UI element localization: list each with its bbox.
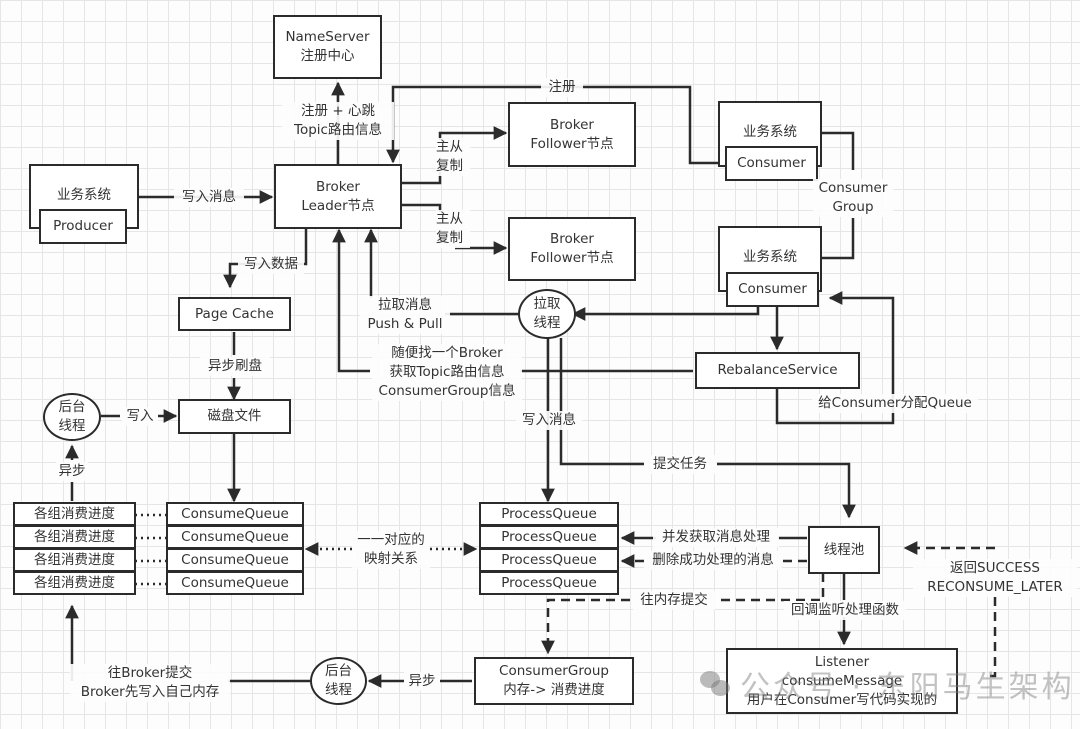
label-commit-broker: 往Broker提交 Broker先写入自己内存	[70, 664, 230, 702]
label-async-flush: 异步刷盘	[200, 357, 270, 376]
process-queue-row[interactable]: ProcessQueue	[479, 502, 619, 526]
consumer-2-node[interactable]: Consumer	[726, 272, 819, 307]
disk-file-node[interactable]: 磁盘文件	[178, 399, 291, 434]
label-concurrent-fetch: 并发获取消息处理	[653, 528, 779, 547]
label-commit-memory: 往内存提交	[633, 591, 715, 610]
edge-assign-queue	[775, 291, 895, 425]
label-register: 注册	[541, 78, 583, 97]
edge-commit-memory	[717, 573, 825, 602]
label-return-status: 返回SUCCESS RECONSUME_LATER	[913, 559, 1077, 597]
edge-replication-2	[401, 203, 442, 212]
label-delete-processed: 删除成功处理的消息	[644, 551, 782, 570]
pull-thread-node[interactable]: 拉取 线程	[518, 289, 576, 339]
label-write: 写入	[122, 407, 158, 426]
producer-node[interactable]: Producer	[39, 209, 127, 244]
broker-follower-2-node[interactable]: Broker Follower节点	[508, 217, 636, 281]
broker-leader-node[interactable]: Broker Leader节点	[274, 164, 402, 229]
consumer-group-memory-node[interactable]: ConsumerGroup 内存-> 消费进度	[474, 657, 634, 705]
label-write-message-2: 写入消息	[516, 411, 582, 430]
label-register-heartbeat: 注册 + 心跳 Topic路由信息	[282, 102, 394, 140]
progress-stack: 各组消费进度 各组消费进度 各组消费进度 各组消费进度	[13, 502, 136, 595]
watermark-text: 公众号 · 东阳马生架构	[740, 670, 1075, 705]
process-queue-row[interactable]: ProcessQueue	[479, 548, 619, 572]
label-replication-2: 主从 复制	[436, 210, 470, 248]
consume-queue-row[interactable]: ConsumeQueue	[166, 525, 304, 549]
consume-queue-stack: ConsumeQueue ConsumeQueue ConsumeQueue C…	[166, 502, 304, 595]
edge-consumer-pull	[571, 304, 760, 321]
consume-queue-row[interactable]: ConsumeQueue	[166, 548, 304, 572]
label-submit-task: 提交任务	[644, 455, 716, 474]
edge-return-status	[990, 596, 997, 678]
label-consumer-group: Consumer Group	[813, 179, 893, 217]
edge-replication-1	[401, 172, 442, 185]
broker-follower-1-node[interactable]: Broker Follower节点	[508, 102, 636, 167]
rebalance-service-node[interactable]: RebalanceService	[695, 352, 860, 389]
label-write-data: 写入数据	[238, 255, 304, 274]
watermark: 公众号 · 东阳马生架构	[700, 662, 1075, 706]
progress-row[interactable]: 各组消费进度	[13, 502, 136, 526]
label-find-broker: 随便找一个Broker 获取Topic路由信息 ConsumerGroup信息	[372, 344, 522, 401]
listener-node[interactable]: Listener consumeMessage 用户在Consumer写代码实现…	[726, 648, 958, 714]
progress-row[interactable]: 各组消费进度	[13, 571, 136, 595]
label-one-to-one: 一一对应的 映射关系	[352, 531, 430, 569]
label-async-top: 异步	[56, 462, 88, 481]
bg-thread-top-node[interactable]: 后台 线程	[43, 393, 101, 441]
consume-queue-row[interactable]: ConsumeQueue	[166, 502, 304, 526]
page-cache-node[interactable]: Page Cache	[178, 297, 291, 331]
bg-thread-bottom-node[interactable]: 后台 线程	[310, 657, 367, 705]
process-queue-row[interactable]: ProcessQueue	[479, 525, 619, 549]
consumer-1-node[interactable]: Consumer	[725, 146, 818, 181]
process-queue-stack: ProcessQueue ProcessQueue ProcessQueue P…	[479, 502, 619, 595]
label-async-bottom: 异步	[404, 672, 440, 691]
wechat-icon	[700, 671, 730, 697]
consume-queue-row[interactable]: ConsumeQueue	[166, 571, 304, 595]
nameserver-node[interactable]: NameServer 注册中心	[273, 15, 382, 79]
process-queue-row[interactable]: ProcessQueue	[479, 571, 619, 595]
progress-row[interactable]: 各组消费进度	[13, 525, 136, 549]
progress-row[interactable]: 各组消费进度	[13, 548, 136, 572]
thread-pool-node[interactable]: 线程池	[808, 526, 880, 574]
label-assign-queue: 给Consumer分配Queue	[812, 394, 978, 413]
label-replication-1: 主从 复制	[436, 138, 470, 176]
label-pull-message: 拉取消息 Push & Pull	[360, 296, 450, 334]
label-write-message: 写入消息	[174, 188, 244, 207]
label-callback-listener: 回调监听处理函数	[784, 601, 906, 620]
edge-submit-task	[559, 338, 644, 466]
